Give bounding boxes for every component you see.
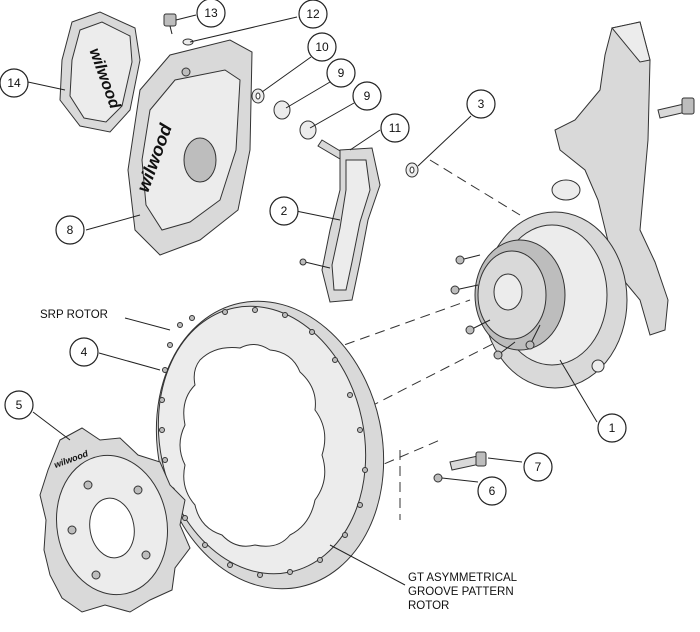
callout-10: 10: [307, 32, 337, 62]
wheel-studs: [450, 254, 541, 360]
srp-rotor-label: SRP ROTOR: [40, 309, 108, 321]
hat-washer: [433, 473, 443, 483]
bleed-screw-port: [181, 67, 191, 77]
caliper: wilwood: [127, 39, 253, 256]
callout-8-label: 8: [67, 223, 74, 237]
callout-12: 12: [298, 0, 328, 29]
callout-9b-label: 9: [364, 89, 371, 103]
callout-7: 7: [523, 452, 553, 482]
callout-5: 5: [4, 390, 34, 420]
brake-pad: wilwood: [59, 11, 141, 133]
hat-lug-holes: [67, 480, 151, 580]
gt-rotor-label-line3: ROTOR: [408, 600, 449, 612]
hub-bolt-hole: [591, 359, 605, 373]
callout-9a-label: 9: [338, 66, 345, 80]
washer-10: [251, 88, 265, 104]
callout-4: 4: [69, 337, 99, 367]
callout-6: 6: [477, 476, 507, 506]
fitting: [182, 38, 194, 46]
callout-8: 8: [55, 215, 85, 245]
callout-6-label: 6: [489, 484, 496, 498]
caliper-piston: [183, 137, 217, 183]
mounting-bracket: [299, 147, 381, 303]
rotor: [155, 300, 385, 590]
callout-1: 1: [597, 413, 627, 443]
callout-9a: 9: [326, 58, 356, 88]
rotor-bore: [179, 344, 326, 547]
callout-3: 3: [466, 89, 496, 119]
hub-assembly: [450, 211, 628, 389]
washer-3: [405, 162, 419, 178]
knuckle-bolt: [657, 97, 695, 119]
steering-knuckle: [551, 21, 695, 336]
callout-2: 2: [269, 196, 299, 226]
hub-pilot: [493, 273, 523, 311]
callout-13-label: 13: [204, 6, 218, 20]
shim-9a: [273, 100, 291, 120]
callout-10-label: 10: [315, 40, 329, 54]
callout-1-label: 1: [609, 421, 616, 435]
callout-14: 14: [0, 68, 29, 98]
callout-11: 11: [380, 113, 410, 143]
rotor-drill-holes: [159, 307, 368, 578]
hat-bolt: [449, 451, 487, 471]
hat-center-bore: [89, 497, 135, 559]
gt-rotor-label-line1: GT ASYMMETRICAL: [408, 572, 518, 584]
knuckle-boss: [551, 179, 581, 201]
rotor-hat: wilwood: [39, 427, 191, 613]
callout-13: 13: [196, 0, 226, 28]
gt-rotor-label-line2: GROOVE PATTERN: [408, 586, 514, 598]
callout-9b: 9: [352, 81, 382, 111]
callout-7-label: 7: [535, 460, 542, 474]
callout-4-label: 4: [81, 345, 88, 359]
callout-11-label: 11: [389, 121, 402, 135]
callout-5-label: 5: [16, 398, 23, 412]
shim-9b: [299, 120, 317, 140]
callout-2-label: 2: [281, 204, 288, 218]
callout-3-label: 3: [478, 97, 485, 111]
callout-14-label: 14: [7, 76, 21, 90]
bleed-screw: [163, 13, 177, 35]
callout-leaders: [27, 14, 598, 586]
callout-12-label: 12: [306, 7, 320, 21]
